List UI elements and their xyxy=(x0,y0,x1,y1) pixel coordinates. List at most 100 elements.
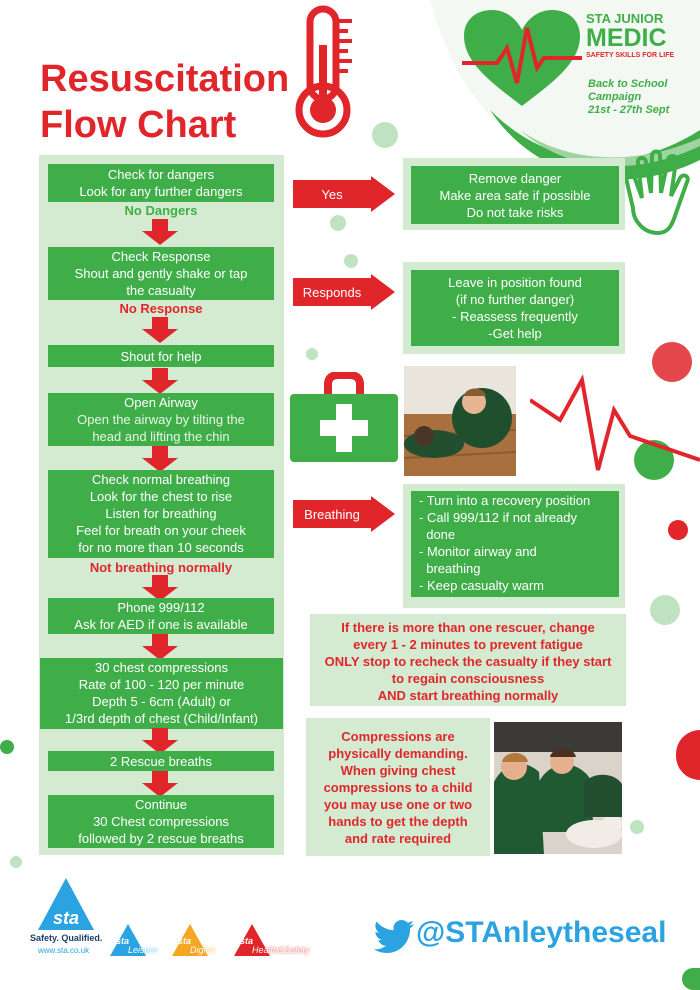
step-open-airway: Open Airway Open the airway by tilting t… xyxy=(48,393,274,446)
branch-line: Remove danger xyxy=(468,171,562,186)
brand-block: STA JUNIOR MEDIC SAFETY SKILLS FOR LIFE xyxy=(586,12,696,60)
branch-yes-box: Remove danger Make area safe if possible… xyxy=(411,166,619,224)
step-line: Open Airway xyxy=(124,395,198,410)
step-check-breathing: Check normal breathing Look for the ches… xyxy=(48,470,274,558)
branch-line: - Reassess frequently xyxy=(452,309,578,324)
decor-dot xyxy=(10,856,22,868)
step-line: Open the airway by tilting the xyxy=(77,412,245,427)
note-line: and rate required xyxy=(344,831,452,846)
photo-recovery-position xyxy=(404,366,516,476)
step-line: 1/3rd depth of chest (Child/Infant) xyxy=(65,711,258,726)
down-arrow-icon xyxy=(142,634,178,660)
step-line: for no more than 10 seconds xyxy=(78,540,244,555)
decor-dot xyxy=(682,968,700,990)
heart-logo-icon xyxy=(462,10,582,106)
brand-name-main: MEDIC xyxy=(586,24,667,52)
step-line: Listen for breathing xyxy=(105,506,217,521)
thermometer-icon xyxy=(295,5,352,138)
down-arrow-icon xyxy=(142,728,178,754)
branch-line: breathing xyxy=(419,561,481,576)
step-phone-emergency: Phone 999/112 Ask for AED if one is avai… xyxy=(48,598,274,634)
branch-line: -Get help xyxy=(488,326,542,341)
note-line: you may use one or two xyxy=(323,797,473,812)
decor-dot xyxy=(634,440,674,480)
decor-dot xyxy=(650,595,680,625)
branch-line: Leave in position found xyxy=(448,275,582,290)
note-line: physically demanding. xyxy=(328,746,468,761)
note-line: ONLY stop to recheck the casualty if the… xyxy=(324,654,612,669)
campaign-line1: Back to School xyxy=(588,78,668,90)
brand-tagline: SAFETY SKILLS FOR LIFE xyxy=(586,52,675,59)
sub-brand-sta: sta xyxy=(178,936,192,946)
step-line: Look for any further dangers xyxy=(79,184,243,199)
step-line: Check for dangers xyxy=(107,167,215,182)
down-arrow-icon xyxy=(142,368,178,394)
footer-website: www.sta.co.uk xyxy=(38,946,90,955)
arrow-label-responds: Responds xyxy=(302,284,362,300)
step-chest-compressions: 30 chest compressions Rate of 100 - 120 … xyxy=(40,658,283,729)
page-title-line2: Flow Chart xyxy=(40,104,237,146)
branch-breathing-box: - Turn into a recovery position - Call 9… xyxy=(411,491,619,597)
step-check-dangers: Check for dangers Look for any further d… xyxy=(48,164,274,202)
down-arrow-icon xyxy=(142,317,178,343)
twitter-bird-icon xyxy=(374,920,414,953)
campaign-line2: Campaign xyxy=(588,91,642,103)
decor-dot xyxy=(372,122,398,148)
sta-logo-icon: sta xyxy=(38,878,94,930)
step-line: 30 chest compressions xyxy=(95,660,228,675)
outcome-not-breathing: Not breathing normally xyxy=(89,560,233,575)
footer-slogan: Safety. Qualified. xyxy=(30,933,103,943)
step-line: 30 Chest compressions xyxy=(93,814,229,829)
rescuer-note-panel xyxy=(310,614,626,706)
step-continue: Continue 30 Chest compressions followed … xyxy=(48,795,274,848)
down-arrow-icon xyxy=(142,771,178,797)
page-title: Resuscitation Flow Chart xyxy=(40,56,289,148)
step-line: the casualty xyxy=(126,283,196,298)
sub-brand-sta: sta xyxy=(116,936,130,946)
down-arrow-icon xyxy=(142,446,178,472)
down-arrow-icon xyxy=(142,219,178,245)
step-line: Continue xyxy=(134,797,188,812)
branch-line: done xyxy=(419,527,456,542)
arrow-label-yes: Yes xyxy=(321,186,343,202)
arrow-responds: Responds xyxy=(293,274,395,310)
step-line: 2 Rescue breaths xyxy=(110,754,212,769)
decor-dot xyxy=(630,820,644,834)
step-line: Shout for help xyxy=(120,349,202,364)
branch-line: - Keep casualty warm xyxy=(419,578,544,593)
decor-dot xyxy=(652,342,692,382)
step-shout-for-help: Shout for help xyxy=(48,345,274,367)
branch-line: Do not take risks xyxy=(466,205,564,220)
note-line: When giving chest xyxy=(340,763,456,778)
note-line: to regain consciousness xyxy=(391,671,545,686)
arrow-breathing: Breathing xyxy=(293,496,395,532)
hand-icon xyxy=(623,149,690,236)
branch-line: Make area safe if possible xyxy=(439,188,591,203)
outcome-no-response: No Response xyxy=(119,301,203,316)
decor-dot xyxy=(306,348,318,360)
step-line: Depth 5 - 6cm (Adult) or xyxy=(92,694,231,709)
first-aid-kit-icon xyxy=(290,372,398,462)
heartbeat-line-icon xyxy=(530,374,700,471)
down-arrow-icon xyxy=(142,575,178,601)
branch-responds-box: Leave in position found (if no further d… xyxy=(411,270,619,346)
twitter-handle[interactable]: @STAnleytheseal xyxy=(416,916,667,949)
sub-brand-name: Health&Safety xyxy=(252,945,310,955)
step-line: Ask for AED if one is available xyxy=(74,617,248,632)
note-line: every 1 - 2 minutes to prevent fatigue xyxy=(353,637,583,652)
step-line: Check normal breathing xyxy=(91,472,231,487)
sub-brand-sta: sta xyxy=(240,936,254,946)
sub-brand-digital: sta Digital xyxy=(172,922,230,962)
decor-dot xyxy=(676,730,700,780)
sub-brand-leisure: sta Leisure xyxy=(110,922,168,962)
step-line: followed by 2 rescue breaths xyxy=(78,831,244,846)
outcome-no-dangers: No Dangers xyxy=(124,203,198,218)
decor-dot xyxy=(0,740,14,754)
sub-brand-name: Leisure xyxy=(128,945,158,955)
photo-chest-compressions xyxy=(494,722,622,854)
svg-text:sta: sta xyxy=(53,908,79,928)
sub-brand-health-safety: sta Health&Safety xyxy=(234,922,324,962)
note-line: AND start breathing normally xyxy=(377,688,559,703)
step-rescue-breaths: 2 Rescue breaths xyxy=(48,751,274,771)
step-line: Phone 999/112 xyxy=(117,600,205,615)
